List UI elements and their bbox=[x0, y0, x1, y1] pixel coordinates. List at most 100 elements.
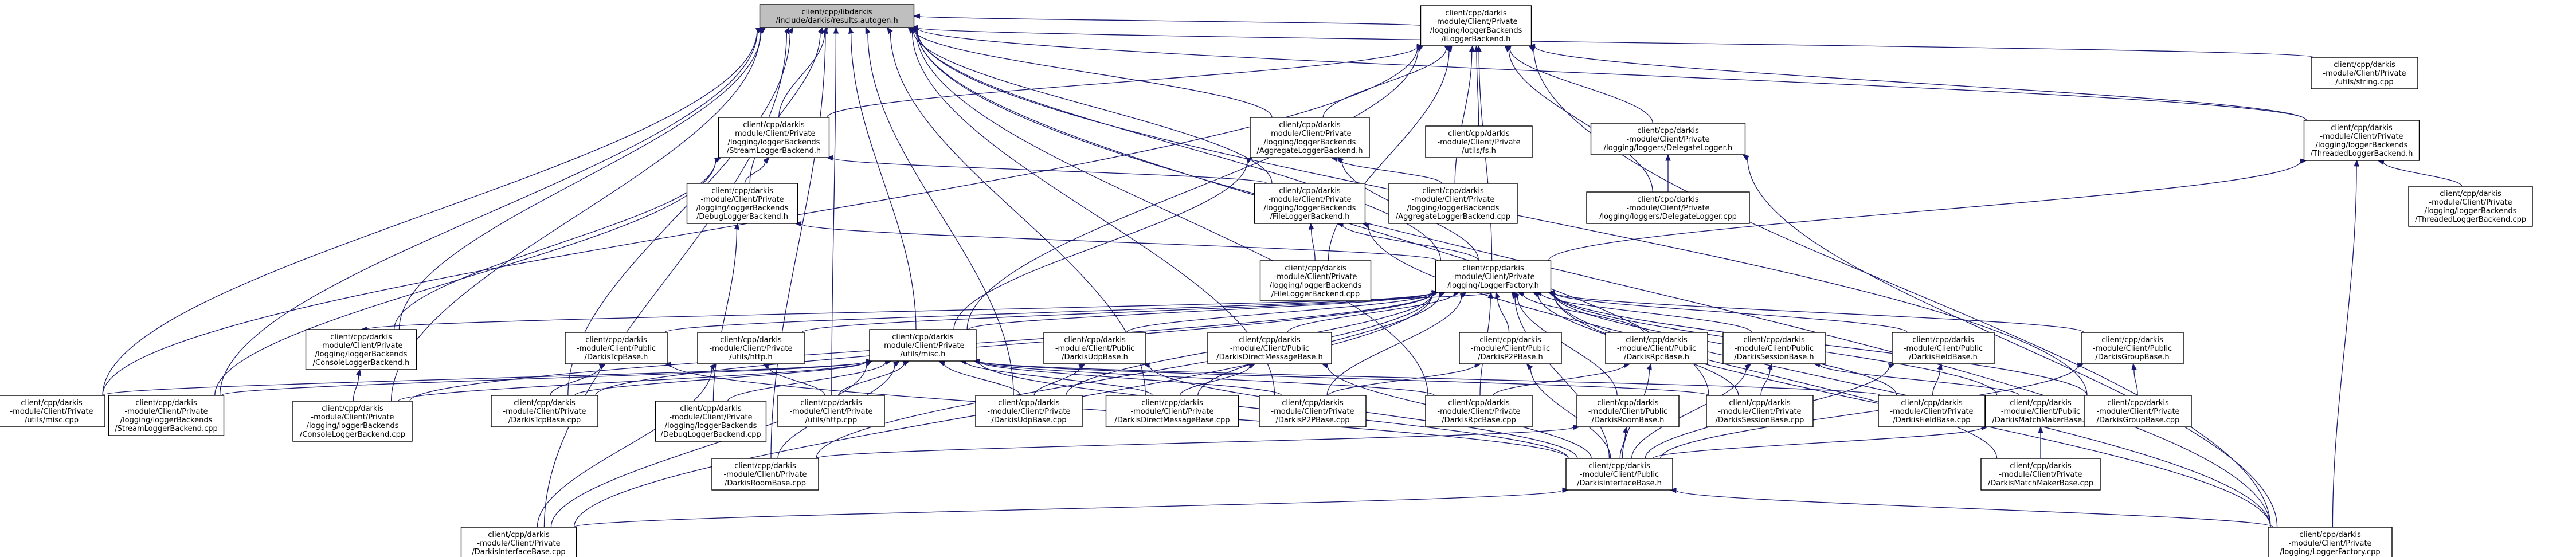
node-fieldc[interactable]: client/cpp/darkis-module/Client/Private/… bbox=[1878, 395, 1986, 427]
node-miscc[interactable]: client/cpp/darkis-module/Client/Private/… bbox=[0, 395, 105, 427]
node-label-line: client/cpp/darkis bbox=[2440, 190, 2501, 198]
edge-line bbox=[770, 33, 826, 459]
edge-autogen-to-flbh bbox=[907, 27, 1273, 184]
node-label-line: -module/Client/Public bbox=[1055, 344, 1134, 353]
edge-line bbox=[979, 361, 1282, 396]
node-label-line: -module/Client/Private bbox=[10, 407, 93, 416]
node-label-line: /ConsoleLoggerBackend.cpp bbox=[300, 430, 405, 439]
node-httph[interactable]: client/cpp/darkis-module/Client/Private/… bbox=[697, 332, 805, 364]
edge-line bbox=[1747, 158, 2278, 528]
edge-arrowhead bbox=[1562, 487, 1569, 493]
edge-arrowhead bbox=[784, 26, 790, 34]
node-mmc[interactable]: client/cpp/darkis-module/Client/Private/… bbox=[1980, 458, 2101, 491]
node-clbh[interactable]: client/cpp/darkis-module/Client/Private/… bbox=[305, 329, 417, 370]
node-label-line: client/cpp/darkis bbox=[2101, 336, 2163, 344]
edge-arrowhead bbox=[826, 155, 833, 161]
node-flbc[interactable]: client/cpp/darkis-module/Client/Private/… bbox=[1259, 260, 1372, 301]
edge-arrowhead bbox=[938, 360, 946, 366]
node-label-line: -module/Client/Private bbox=[1274, 273, 1357, 281]
edge-arrowhead bbox=[1742, 154, 1749, 160]
node-label-line: /iLoggerBackend.h bbox=[1442, 35, 1511, 44]
node-label-line: -module/Client/Private bbox=[2429, 198, 2512, 207]
node-dlc[interactable]: client/cpp/darkis-module/Client/Private/… bbox=[1586, 191, 1750, 224]
node-tlbc[interactable]: client/cpp/darkis-module/Client/Private/… bbox=[2408, 186, 2533, 227]
node-label-line: /AggregateLoggerBackend.cpp bbox=[1396, 213, 1510, 221]
node-dlh[interactable]: client/cpp/darkis-module/Client/Private/… bbox=[1590, 123, 1746, 155]
node-label-line: -module/Client/Private bbox=[1411, 195, 1494, 204]
node-roomb[interactable]: client/cpp/darkis-module/Client/Public/D… bbox=[1576, 395, 1680, 427]
node-dlbc[interactable]: client/cpp/darkis-module/Client/Private/… bbox=[655, 401, 767, 442]
edge-line bbox=[944, 363, 1021, 396]
node-slbc[interactable]: client/cpp/darkis-module/Client/Private/… bbox=[108, 395, 225, 436]
edge-line bbox=[664, 292, 1433, 333]
node-sesb[interactable]: client/cpp/darkis-module/Client/Public/D… bbox=[1722, 332, 1826, 364]
node-ilb[interactable]: client/cpp/darkis-module/Client/Private/… bbox=[1420, 5, 1532, 46]
edge-ilb-to-albc bbox=[1454, 45, 1475, 184]
node-box bbox=[711, 458, 819, 491]
node-slbh[interactable]: client/cpp/darkis-module/Client/Private/… bbox=[718, 117, 830, 158]
node-str[interactable]: client/cpp/darkis-module/Client/Private/… bbox=[2311, 57, 2418, 89]
node-roomc[interactable]: client/cpp/darkis-module/Client/Private/… bbox=[711, 458, 819, 491]
node-fieldb[interactable]: client/cpp/darkis-module/Client/Public/D… bbox=[1892, 332, 1995, 364]
node-label-line: /FileLoggerBackend.cpp bbox=[1271, 290, 1360, 299]
node-rpcb[interactable]: client/cpp/darkis-module/Client/Public/D… bbox=[1605, 332, 1708, 364]
edge-line bbox=[831, 33, 837, 396]
edge-udpb-to-udpc bbox=[1033, 363, 1086, 396]
node-label-line: client/cpp/darkis bbox=[1422, 187, 1484, 195]
node-clbc[interactable]: client/cpp/darkis-module/Client/Private/… bbox=[292, 401, 413, 442]
edge-line bbox=[353, 375, 359, 402]
edge-arrowhead bbox=[787, 26, 794, 34]
node-dmc[interactable]: client/cpp/darkis-module/Client/Private/… bbox=[1105, 395, 1239, 427]
node-groupc[interactable]: client/cpp/darkis-module/Client/Private/… bbox=[2084, 395, 2192, 427]
node-box bbox=[0, 395, 105, 427]
node-label-line: client/cpp/darkis bbox=[488, 531, 550, 539]
edge-line bbox=[1508, 50, 1653, 193]
edge-misch-to-clbc bbox=[397, 359, 873, 402]
node-ifc[interactable]: client/cpp/darkis-module/Client/Private/… bbox=[460, 527, 577, 557]
edge-arrowhead bbox=[1336, 157, 1344, 164]
edge-line bbox=[1548, 161, 2301, 261]
edge-arrowhead bbox=[734, 222, 740, 230]
node-box bbox=[2081, 332, 2184, 364]
edge-line bbox=[1126, 292, 1433, 333]
node-lfh[interactable]: client/cpp/darkis-module/Client/Private/… bbox=[1435, 260, 1552, 293]
node-dmb[interactable]: client/cpp/darkis-module/Client/Public/D… bbox=[1207, 332, 1332, 364]
node-udpb[interactable]: client/cpp/darkis-module/Client/Public/D… bbox=[1043, 332, 1146, 364]
node-autogen[interactable]: client/cpp/libdarkis/include/darkis/resu… bbox=[759, 4, 915, 28]
node-lfc[interactable]: client/cpp/darkis-module/Client/Private/… bbox=[2268, 527, 2393, 557]
node-p2pc[interactable]: client/cpp/darkis-module/Client/Private/… bbox=[1259, 395, 1367, 427]
edge-lfh-to-p2pb bbox=[1495, 291, 1510, 333]
node-alb[interactable]: client/cpp/darkis-module/Client/Private/… bbox=[1250, 117, 1370, 158]
node-mmb[interactable]: client/cpp/darkis-module/Client/Public/D… bbox=[1984, 395, 2097, 427]
edge-arrowhead bbox=[763, 157, 770, 164]
node-flbh[interactable]: client/cpp/darkis-module/Client/Private/… bbox=[1254, 183, 1366, 224]
edge-p2pb-to-ifb bbox=[1526, 363, 1611, 459]
node-label-line: -module/Client/Private bbox=[732, 130, 815, 138]
node-tlbh[interactable]: client/cpp/darkis-module/Client/Private/… bbox=[2303, 120, 2420, 161]
node-httpc[interactable]: client/cpp/darkis-module/Client/Private/… bbox=[777, 395, 885, 427]
edge-rpcb-to-rpcc bbox=[1493, 362, 1631, 396]
node-p2pb[interactable]: client/cpp/darkis-module/Client/Public/D… bbox=[1459, 332, 1562, 364]
node-misch[interactable]: client/cpp/darkis-module/Client/Private/… bbox=[869, 329, 977, 362]
node-label-line: -module/Client/Private bbox=[1437, 138, 1520, 147]
node-fsh[interactable]: client/cpp/darkis-module/Client/Private/… bbox=[1425, 125, 1533, 158]
edge-arrowhead bbox=[1622, 426, 1628, 434]
node-label-line: -module/Client/Private bbox=[319, 342, 402, 350]
node-box bbox=[1388, 183, 1518, 224]
node-dlbh[interactable]: client/cpp/darkis-module/Client/Private/… bbox=[686, 183, 798, 224]
node-tcpb[interactable]: client/cpp/darkis-module/Client/Public/D… bbox=[565, 332, 668, 364]
node-label-line: /utils/string.cpp bbox=[2335, 78, 2393, 87]
node-label-line: -module/Client/Private bbox=[2323, 69, 2406, 78]
node-albc[interactable]: client/cpp/darkis-module/Client/Private /… bbox=[1388, 183, 1518, 224]
edge-mmb-to-mmc bbox=[2038, 426, 2043, 458]
edge-arrowhead bbox=[1528, 45, 1536, 52]
node-label-line: -module/Client/Private bbox=[503, 407, 586, 416]
node-sesc[interactable]: client/cpp/darkis-module/Client/Private/… bbox=[1706, 395, 1814, 427]
node-tcpc[interactable]: client/cpp/darkis-module/Client/Private/… bbox=[491, 395, 598, 427]
node-label-line: -module/Client/Public bbox=[1580, 470, 1659, 479]
node-ifb[interactable]: client/cpp/darkis-module/Client/Public/D… bbox=[1565, 458, 1673, 491]
node-groupb[interactable]: client/cpp/darkis-module/Client/Public/D… bbox=[2081, 332, 2184, 364]
edge-line bbox=[102, 30, 758, 396]
node-rpcc[interactable]: client/cpp/darkis-module/Client/Private/… bbox=[1425, 395, 1533, 427]
node-udpc[interactable]: client/cpp/darkis-module/Client/Private/… bbox=[975, 395, 1083, 427]
